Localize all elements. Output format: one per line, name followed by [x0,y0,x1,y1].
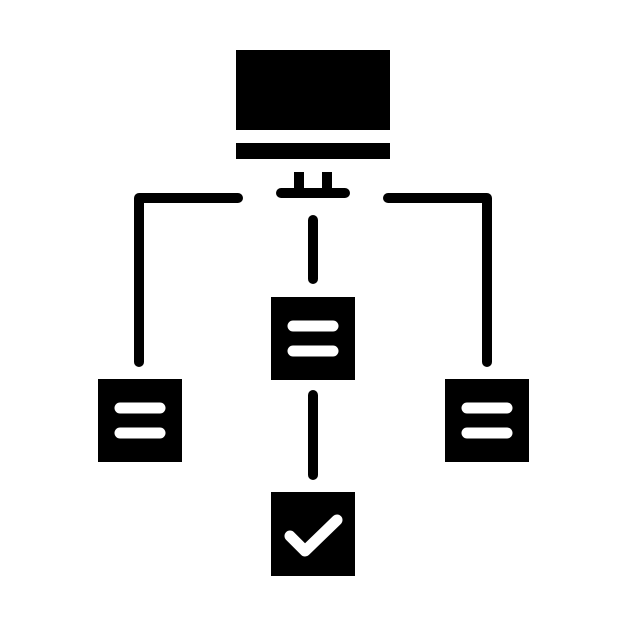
document-box-left-icon [98,379,182,462]
connector-right [383,193,492,367]
monitor-screen [236,50,390,130]
checkmark-icon [284,514,343,557]
checkmark-box [271,492,355,576]
document-box-center [271,297,355,380]
monitor-icon [236,50,390,198]
monitor-stand-left-leg [294,172,304,192]
document-box-right-icon [445,379,529,462]
connector-left [134,193,243,367]
connector-lines [134,193,492,480]
monitor-bezel-bar [236,143,390,159]
document-box-center-icon [271,297,355,380]
document-box-right [445,379,529,462]
monitor-stand-right-leg [322,172,332,192]
checkmark-box-icon [271,492,355,576]
document-box-left [98,379,182,462]
